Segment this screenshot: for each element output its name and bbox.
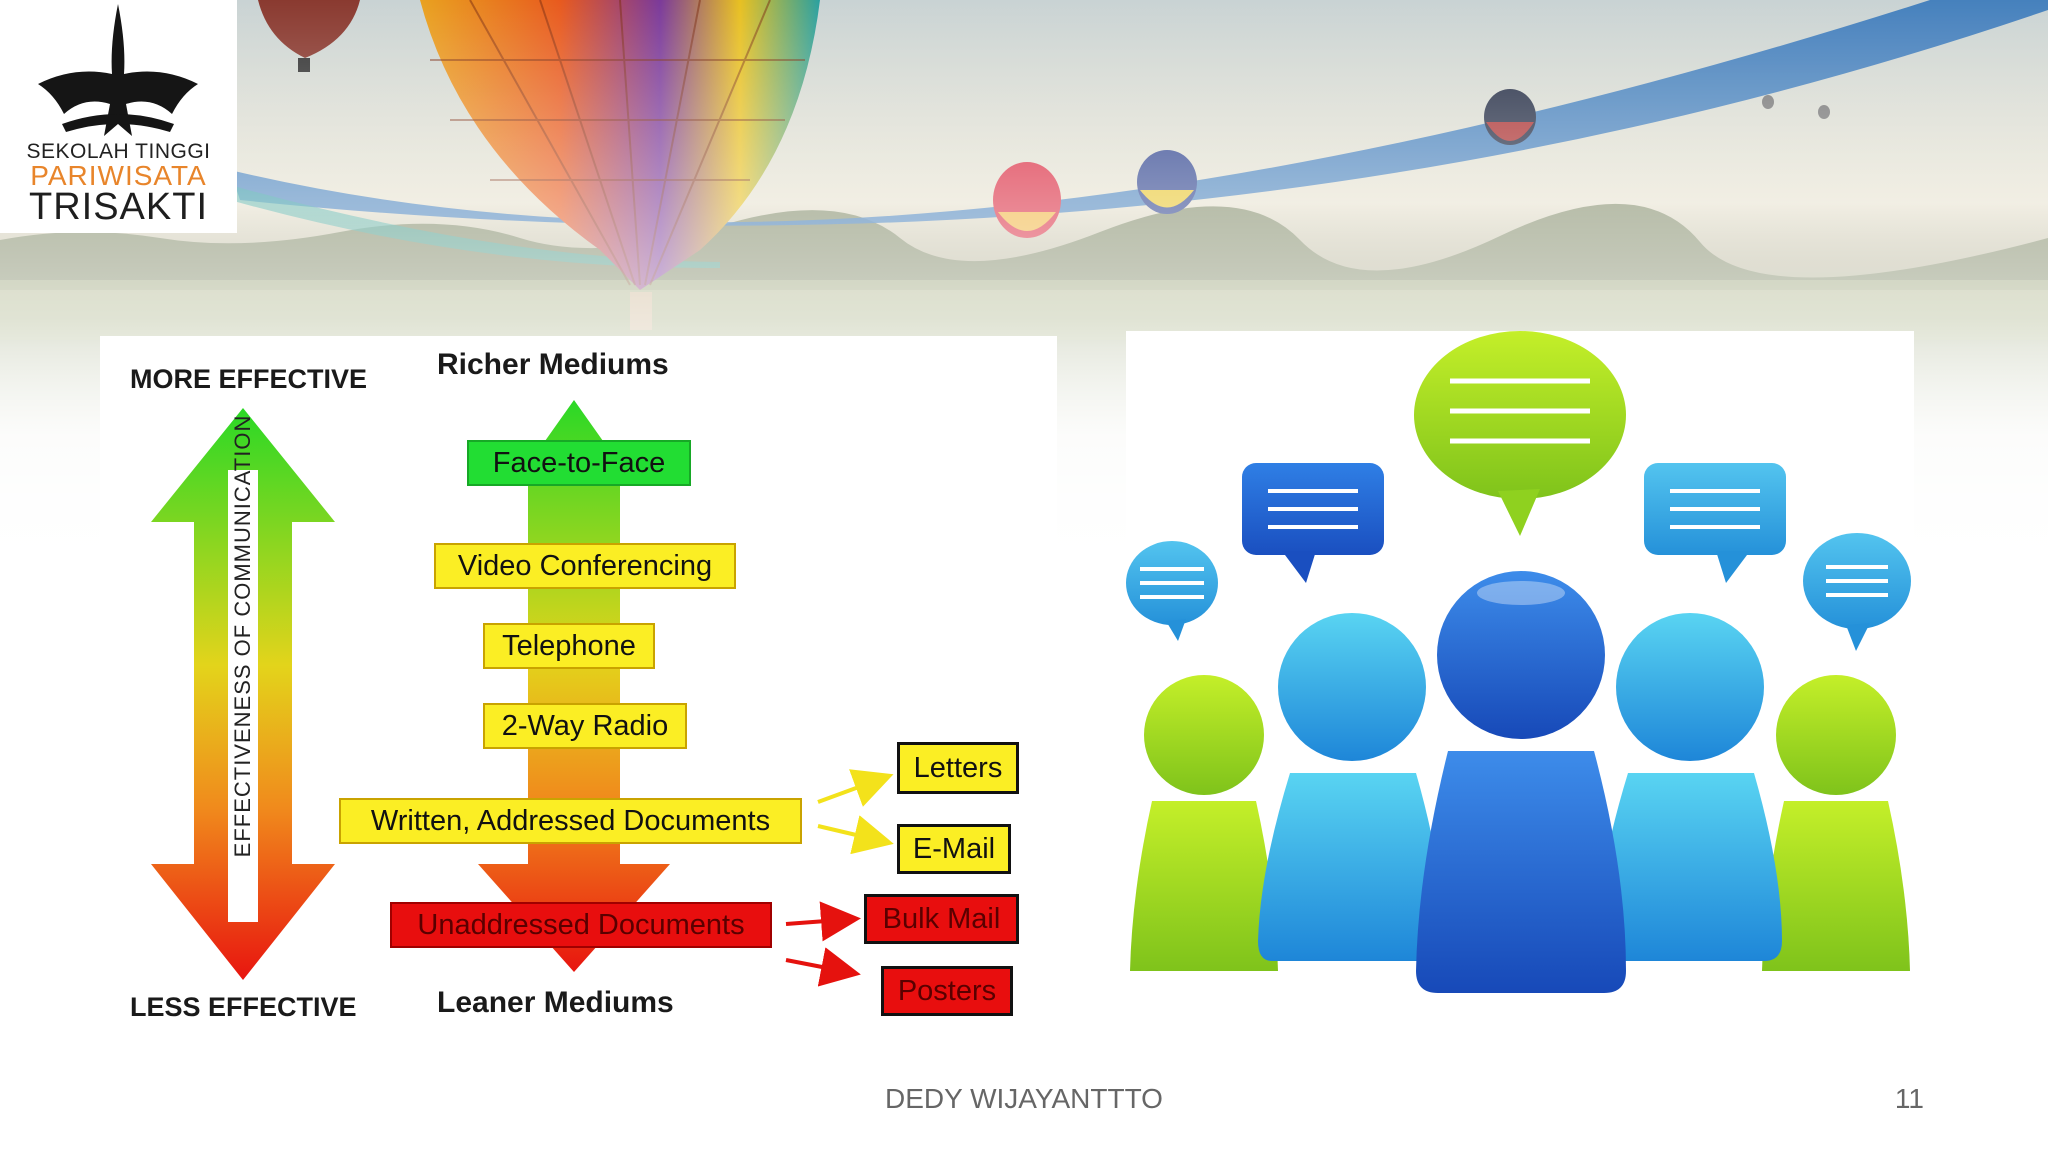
output-posters: Posters (881, 966, 1013, 1016)
person-icon (1596, 613, 1782, 961)
medium-2-way-radio: 2-Way Radio (483, 703, 687, 749)
footer-author: DEDY WIJAYANTTTO (885, 1083, 1163, 1114)
person-icon (1130, 675, 1278, 971)
logo-line-1: SEKOLAH TINGGI (26, 140, 211, 163)
school-logo: SEKOLAH TINGGI PARIWISATA TRISAKTI (0, 0, 237, 233)
arrow-to-email (817, 815, 894, 855)
medium-telephone: Telephone (483, 623, 655, 669)
more-effective-label: MORE EFFECTIVE (130, 364, 368, 394)
speech-bubble-icon (1242, 463, 1384, 583)
medium-written-addressed-documents: Written, Addressed Documents (339, 798, 802, 844)
person-icon (1762, 675, 1910, 971)
medium-face-to-face: Face-to-Face (467, 440, 691, 486)
page-number: 11 (1894, 1083, 1924, 1114)
person-icon (1258, 613, 1444, 961)
speech-bubble-icon (1126, 541, 1218, 641)
diagram-arrows (151, 400, 894, 987)
logo-line-3: TRISAKTI (28, 186, 209, 228)
richer-mediums-label: Richer Mediums (437, 348, 669, 381)
medium-unaddressed-documents: Unaddressed Documents (390, 902, 772, 948)
arrow-to-posters (785, 947, 861, 987)
effectiveness-axis-label: EFFECTIVENESS OF COMMUNICATION (230, 414, 255, 858)
medium-richness-arrow (478, 400, 670, 972)
speech-bubble-icon (1644, 463, 1786, 583)
output-bulk-mail: Bulk Mail (864, 894, 1019, 944)
arrow-to-bulk-mail (785, 901, 861, 942)
communication-medium-diagram: MORE EFFECTIVE LESS EFFECTIVE Richer Med… (100, 336, 1057, 1033)
person-icon (1416, 571, 1626, 993)
less-effective-label: LESS EFFECTIVE (130, 992, 357, 1022)
leaner-mediums-label: Leaner Mediums (437, 986, 674, 1019)
output-email: E-Mail (897, 824, 1011, 874)
group-communication-illustration (1126, 331, 1914, 1026)
logo-line-2: PARIWISATA (30, 160, 207, 191)
logo-emblem-icon (38, 4, 198, 136)
output-letters: Letters (897, 742, 1019, 794)
speech-bubble-icon (1803, 533, 1911, 651)
arrow-to-letters (817, 769, 894, 807)
speech-bubble-icon (1414, 331, 1626, 536)
group-people-icon (1126, 331, 1911, 993)
medium-video-conferencing: Video Conferencing (434, 543, 736, 589)
